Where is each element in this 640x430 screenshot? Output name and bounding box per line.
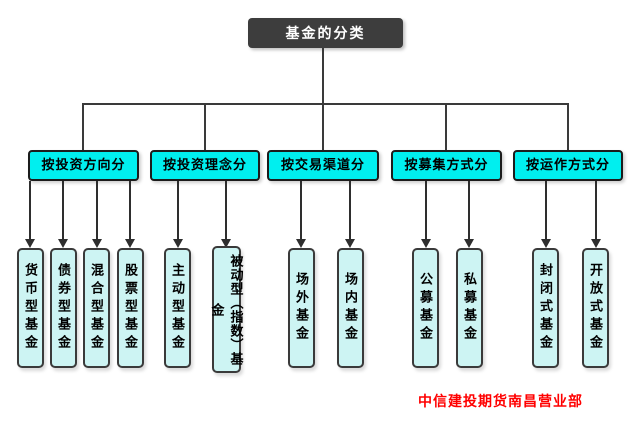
down-arrow-icon <box>58 181 68 248</box>
category-node-by-investment-direction: 按投资方向分 <box>28 150 139 181</box>
leaf-node-exchange-fund: 场内基金 <box>337 248 364 368</box>
category-node-by-operation-mode: 按运作方式分 <box>513 150 623 181</box>
category-node-by-investment-philosophy: 按投资理念分 <box>150 150 260 181</box>
down-arrow-icon <box>464 181 474 248</box>
connector-line <box>204 103 206 150</box>
down-arrow-icon <box>92 181 102 248</box>
connector-line <box>567 103 569 150</box>
down-arrow-icon <box>25 181 35 248</box>
down-arrow-icon <box>345 181 355 248</box>
connector-line <box>445 103 447 150</box>
leaf-node-passive-index-fund: 被动型（指数）基金 <box>210 246 244 373</box>
down-arrow-icon <box>421 181 431 248</box>
leaf-node-money-fund: 货币型基金 <box>17 248 44 368</box>
down-arrow-icon <box>591 181 601 248</box>
leaf-node-active-fund: 主动型基金 <box>164 248 191 368</box>
down-arrow-icon <box>541 181 551 248</box>
connector-line <box>82 103 84 150</box>
down-arrow-icon <box>221 181 231 248</box>
leaf-node-stock-fund: 股票型基金 <box>117 248 144 368</box>
leaf-node-open-end-fund: 开放式基金 <box>582 248 609 368</box>
category-node-by-trading-channel: 按交易渠道分 <box>267 150 379 181</box>
down-arrow-icon <box>173 181 183 248</box>
down-arrow-icon <box>125 181 135 248</box>
connector-line <box>82 103 569 105</box>
leaf-node-private-fund: 私募基金 <box>456 248 483 368</box>
leaf-node-bond-fund: 债券型基金 <box>50 248 77 368</box>
connector-line <box>322 48 324 103</box>
connector-line <box>322 103 324 150</box>
leaf-node-hybrid-fund: 混合型基金 <box>83 248 110 368</box>
leaf-node-public-fund: 公募基金 <box>412 248 439 368</box>
watermark-text: 中信建投期货南昌营业部 <box>418 393 583 409</box>
category-node-by-fundraising-method: 按募集方式分 <box>391 150 502 181</box>
leaf-node-closed-end-fund: 封闭式基金 <box>532 248 559 368</box>
root-node-title: 基金的分类 <box>248 18 403 48</box>
down-arrow-icon <box>296 181 306 248</box>
leaf-node-otc-fund: 场外基金 <box>288 248 315 368</box>
